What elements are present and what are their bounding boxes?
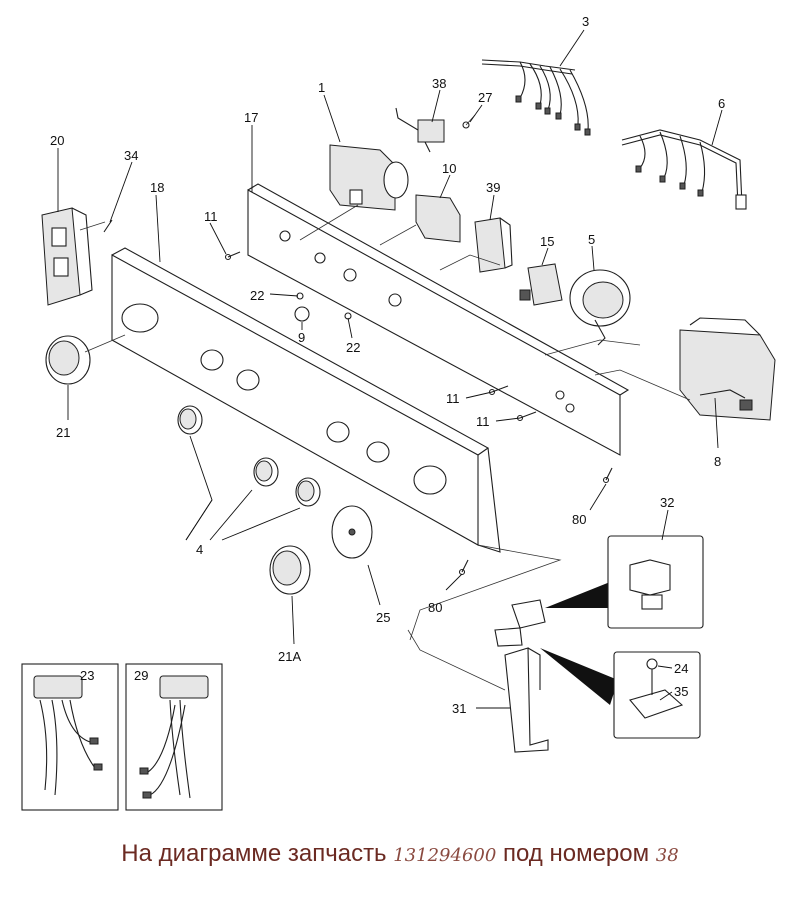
leader-lines bbox=[57, 29, 723, 709]
label-32: 32 bbox=[660, 495, 674, 510]
label-31: 31 bbox=[452, 701, 466, 716]
label-11-c: 11 bbox=[476, 414, 490, 429]
label-10: 10 bbox=[442, 161, 456, 176]
label-9: 9 bbox=[298, 330, 305, 345]
label-25: 25 bbox=[376, 610, 390, 625]
switch-38 bbox=[395, 107, 476, 153]
label-21: 21 bbox=[56, 425, 70, 440]
label-5: 5 bbox=[588, 232, 595, 247]
part-number: 131294600 bbox=[393, 845, 497, 866]
label-23: 23 bbox=[80, 668, 94, 683]
label-3: 3 bbox=[582, 14, 589, 29]
timer-1 bbox=[299, 144, 409, 241]
knob-4-a bbox=[177, 405, 203, 435]
label-80-b: 80 bbox=[428, 600, 442, 615]
dial-25 bbox=[331, 505, 373, 559]
label-39: 39 bbox=[486, 180, 500, 195]
door-lock-31 bbox=[407, 544, 562, 753]
switch-10 bbox=[379, 194, 461, 246]
control-module-8 bbox=[679, 317, 776, 421]
label-34: 34 bbox=[124, 148, 138, 163]
wiring-routes bbox=[439, 254, 691, 401]
label-8: 8 bbox=[714, 454, 721, 469]
exploded-parts-diagram: 1 3 6 38 27 10 39 15 5 17 18 20 34 11 22… bbox=[21, 14, 776, 811]
label-24: 24 bbox=[674, 661, 688, 676]
label-20: 20 bbox=[50, 133, 64, 148]
selector-15 bbox=[519, 263, 563, 306]
wire-harness-6 bbox=[621, 129, 747, 210]
label-80-a: 80 bbox=[572, 512, 586, 527]
label-11-b: 11 bbox=[446, 391, 460, 406]
label-11-a: 11 bbox=[204, 209, 218, 224]
label-35: 35 bbox=[674, 684, 688, 699]
knob-21 bbox=[45, 334, 126, 385]
inset-connector-29 bbox=[125, 663, 223, 811]
caption: На диаграмме запчасть 131294600 под номе… bbox=[0, 840, 800, 868]
label-15: 15 bbox=[540, 234, 554, 249]
label-27: 27 bbox=[478, 90, 492, 105]
label-6: 6 bbox=[718, 96, 725, 111]
item-number: 38 bbox=[655, 845, 679, 866]
knob-21a bbox=[269, 545, 311, 595]
front-control-panel bbox=[111, 247, 501, 553]
label-38: 38 bbox=[432, 76, 446, 91]
wire-harness-3 bbox=[481, 59, 591, 136]
screws bbox=[103, 219, 613, 576]
label-18: 18 bbox=[150, 180, 164, 195]
control-panel-backplate bbox=[247, 183, 630, 456]
label-29: 29 bbox=[134, 668, 148, 683]
callout-labels: 1 3 6 38 27 10 39 15 5 17 18 20 34 11 22… bbox=[50, 14, 725, 716]
label-4: 4 bbox=[196, 542, 203, 557]
pressure-switch-5 bbox=[569, 269, 631, 346]
inset-connector-23 bbox=[21, 663, 119, 811]
switch-39 bbox=[474, 217, 513, 273]
detail-callout-35 bbox=[540, 648, 701, 739]
caption-middle: под номером bbox=[502, 840, 650, 867]
label-21a: 21A bbox=[278, 649, 301, 664]
label-22-a: 22 bbox=[250, 288, 264, 303]
detail-callout-32 bbox=[545, 535, 704, 629]
knob-4-b bbox=[253, 457, 279, 487]
label-17: 17 bbox=[244, 110, 258, 125]
side-bracket-20 bbox=[41, 207, 106, 306]
knob-4-c bbox=[295, 477, 321, 507]
label-22-b: 22 bbox=[346, 340, 360, 355]
label-1: 1 bbox=[318, 80, 325, 95]
caption-prefix: На диаграмме запчасть bbox=[121, 840, 387, 867]
